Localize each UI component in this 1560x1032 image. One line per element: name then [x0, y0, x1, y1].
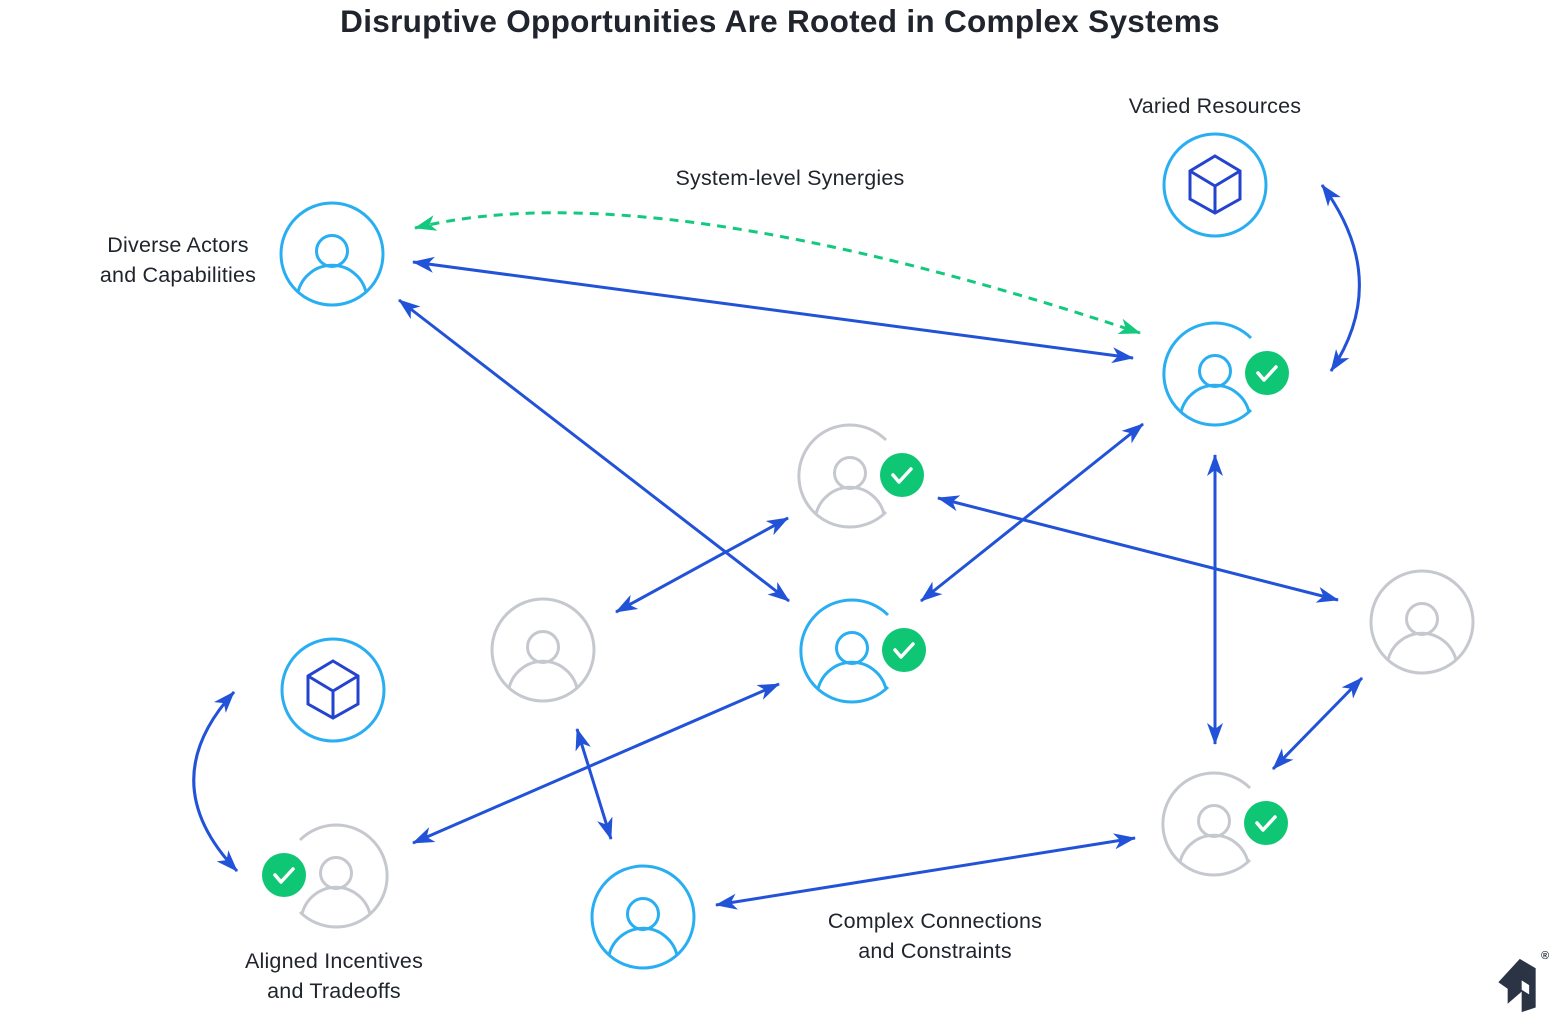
person-icon — [626, 897, 660, 931]
check-badge — [1244, 801, 1288, 845]
label-text: Varied Resources — [1128, 94, 1302, 118]
check-icon — [1256, 365, 1278, 382]
connections-layer — [192, 184, 1364, 910]
person-icon — [319, 856, 353, 890]
person-shoulders — [816, 660, 888, 690]
check-badge — [880, 453, 924, 497]
check-icon — [1255, 815, 1277, 832]
person-shoulders — [607, 926, 679, 956]
check-badge — [262, 853, 306, 897]
person-circle — [797, 423, 888, 529]
bottom-right-person — [1161, 771, 1288, 877]
connection-leftgray-bottomblue — [575, 728, 613, 840]
connection-aligned-centerblue — [412, 682, 780, 845]
person-shoulders — [507, 659, 579, 689]
aligned-incentives-person — [262, 823, 389, 929]
center-gray-person — [797, 423, 924, 529]
connection-leftgray-centergray — [615, 516, 789, 614]
label-line-2: and Constraints — [858, 939, 1012, 963]
check-badge-circle — [262, 853, 306, 897]
check-badge-circle — [1245, 351, 1289, 395]
person-icon — [1198, 354, 1232, 388]
person-shoulders — [814, 485, 886, 515]
connection-centerblue-topright — [920, 422, 1144, 603]
connection-leftcube-aligned-curve — [192, 690, 239, 873]
bottom-blue-person — [590, 864, 696, 970]
person-icon — [526, 630, 560, 664]
person-icon — [1405, 602, 1439, 636]
diverse-actors-person — [279, 201, 385, 307]
left-cube — [280, 637, 386, 743]
person-shoulders — [1178, 833, 1250, 863]
label-varied-resources: Varied Resources — [1055, 91, 1375, 121]
person-icon — [1197, 804, 1231, 838]
person-circle — [279, 201, 385, 307]
person-circle — [1369, 569, 1475, 675]
person-circle — [799, 598, 890, 704]
page-title: Disruptive Opportunities Are Rooted in C… — [340, 3, 1220, 39]
toptal-logo-mark — [1498, 958, 1536, 1013]
label-line-2: and Capabilities — [99, 263, 257, 287]
check-badge-circle — [880, 453, 924, 497]
toptal-logo — [1498, 958, 1536, 1013]
connection-cube-topright-curve — [1320, 184, 1361, 372]
label-aligned-incentives-and-tradeoffs: Aligned Incentives and Tradeoffs — [174, 946, 494, 1006]
person-shoulders — [300, 885, 372, 915]
connection-bottomblue-bottomright — [715, 833, 1136, 910]
check-badge — [1245, 351, 1289, 395]
cube-icon — [1188, 154, 1242, 215]
person-shoulders — [296, 263, 368, 293]
connection-centergray-rightgray — [937, 495, 1339, 603]
registered-trademark-symbol: ® — [1541, 950, 1550, 962]
label-complex-connections-and-constraints: Complex Connections and Constraints — [775, 906, 1095, 966]
connection-diverse-topright — [412, 256, 1134, 364]
connection-synergies-dashed — [414, 211, 1141, 335]
nodes-layer — [262, 132, 1475, 970]
person-circle — [590, 864, 696, 970]
person-circle — [1161, 771, 1252, 877]
label-system-level-synergies: System-level Synergies — [630, 163, 950, 193]
cube-circle — [280, 637, 386, 743]
label-line-2: and Tradeoffs — [267, 979, 401, 1003]
top-right-person — [1162, 321, 1289, 427]
label-line-1: Aligned Incentives — [244, 949, 424, 973]
person-circle — [490, 597, 596, 703]
check-badge-circle — [1244, 801, 1288, 845]
check-icon — [273, 867, 295, 884]
check-badge — [882, 628, 926, 672]
label-line-1: Diverse Actors — [107, 233, 249, 257]
connection-bottomright-rightgray — [1271, 676, 1364, 771]
label-line-1: Complex Connections — [827, 909, 1043, 933]
label-text: System-level Synergies — [675, 166, 905, 190]
person-icon — [833, 456, 867, 490]
person-shoulders — [1386, 631, 1458, 661]
check-icon — [891, 467, 913, 484]
person-shoulders — [1179, 383, 1251, 413]
connection-diverse-centerblue — [398, 298, 790, 603]
cube-icon — [306, 659, 360, 720]
person-icon — [835, 631, 869, 665]
label-diverse-actors-and-capabilities: Diverse Actors and Capabilities — [18, 230, 338, 290]
cube-circle — [1162, 132, 1268, 238]
right-gray-person — [1369, 569, 1475, 675]
check-badge-circle — [882, 628, 926, 672]
check-icon — [893, 642, 915, 659]
person-circle — [1162, 321, 1253, 427]
varied-resources-cube — [1162, 132, 1268, 238]
person-circle — [298, 823, 389, 929]
left-gray-person — [490, 597, 596, 703]
center-blue-person — [799, 598, 926, 704]
